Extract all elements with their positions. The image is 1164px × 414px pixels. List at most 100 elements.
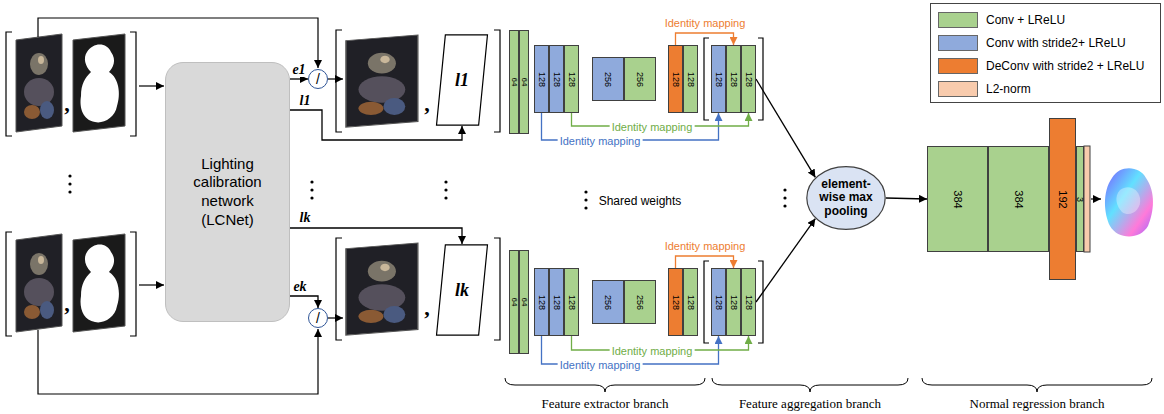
conv-layer: 128 xyxy=(741,268,756,336)
conv-layer: 64 xyxy=(519,30,529,134)
symbol-label: l1 xyxy=(298,93,313,108)
separator-comma: , xyxy=(62,291,72,316)
edge-label-holder: l1 xyxy=(298,91,313,109)
flow-arrow xyxy=(756,79,815,177)
branch-label: Feature aggregation branch xyxy=(737,396,883,411)
edge-label: Identity mapping xyxy=(663,17,748,29)
divide-operator: / xyxy=(308,69,328,89)
flow-arrow xyxy=(886,198,927,199)
bracket xyxy=(758,38,763,120)
channel-count: 128 xyxy=(729,71,738,86)
input-mask xyxy=(73,234,125,332)
branch-label: Feature extractor branch xyxy=(539,396,670,411)
bracket xyxy=(130,232,136,336)
legend-swatch xyxy=(938,81,978,97)
label-holder: , xyxy=(62,293,72,315)
bracket xyxy=(704,261,709,343)
input-arrow xyxy=(139,284,164,285)
image-wire xyxy=(38,329,318,394)
channel-count: 128 xyxy=(744,294,753,309)
channel-count: 128 xyxy=(671,71,680,86)
edge-label-holder: Identity mapping xyxy=(558,355,643,373)
conv-layer: 128 xyxy=(683,268,698,336)
strided-conv-layer: 256 xyxy=(592,57,624,101)
symbol-label: lk xyxy=(298,210,313,225)
legend-row: DeConv with stride2 + LReLU xyxy=(931,57,1160,75)
edge-label-holder: Identity mapping xyxy=(610,117,695,135)
input-arrow xyxy=(139,85,164,86)
input-photo xyxy=(16,34,62,132)
input-photo xyxy=(16,234,62,332)
strided-conv-layer: 128 xyxy=(549,268,564,336)
flow-arrow xyxy=(756,219,815,302)
bracket xyxy=(494,30,500,132)
identity-mapping-arrow xyxy=(676,256,734,268)
conv-layer: 384 xyxy=(927,146,988,252)
flow-arrow xyxy=(290,296,318,308)
edge-label: Identity mapping xyxy=(663,240,748,252)
parallelogram-shape xyxy=(437,245,488,335)
channel-count: 64 xyxy=(510,78,518,87)
strided-conv-layer: 128 xyxy=(534,268,549,336)
edge-label-holder: Identity mapping xyxy=(663,236,748,254)
brace xyxy=(922,378,1152,392)
conv-layer: 128 xyxy=(564,268,579,336)
channel-count: 64 xyxy=(520,78,528,87)
conv-layer: 128 xyxy=(741,45,756,113)
edge-label-holder: Identity mapping xyxy=(610,341,695,359)
legend-row: Conv + LReLU xyxy=(931,11,1160,29)
strided-conv-layer: 128 xyxy=(549,45,564,113)
normalized-photo xyxy=(346,35,418,127)
deconv-layer: 128 xyxy=(668,45,683,113)
pooling-ellipse: element-wise max pooling xyxy=(806,166,886,230)
edge-label: Identity mapping xyxy=(610,121,695,133)
legend-swatch xyxy=(938,35,978,51)
light-direction-map: lk xyxy=(436,244,488,336)
channel-count: 256 xyxy=(636,71,645,86)
deconv-layer: 192 xyxy=(1049,118,1076,280)
edge-label-holder: ek xyxy=(291,277,308,295)
brace xyxy=(712,378,908,392)
conv-layer: 64 xyxy=(509,250,519,354)
flow-arrow xyxy=(290,78,308,79)
strided-conv-layer: 128 xyxy=(711,268,726,336)
legend-row: L2-norm xyxy=(931,80,1160,98)
bracket xyxy=(130,32,136,136)
conv-layer: 128 xyxy=(726,268,741,336)
legend-row: Conv with stride2+ LReLU xyxy=(931,34,1160,52)
channel-count: 128 xyxy=(537,294,546,309)
bracket xyxy=(336,30,342,132)
legend-box: Conv + LReLU Conv with stride2+ LReLU DeCo… xyxy=(930,3,1161,103)
identity-mapping-arrow xyxy=(676,33,734,45)
conv-layer: 128 xyxy=(564,45,579,113)
conv-layer: 64 xyxy=(509,30,519,134)
label-holder: , xyxy=(422,93,432,115)
channel-count: 3 xyxy=(1075,196,1084,201)
strided-conv-layer: 128 xyxy=(534,45,549,113)
image-wire xyxy=(38,18,318,68)
edge-label: Identity mapping xyxy=(610,345,695,357)
channel-count: 128 xyxy=(744,71,753,86)
node-text: / xyxy=(316,72,320,86)
divide-operator: / xyxy=(308,308,328,328)
normal-map-output xyxy=(1102,160,1158,244)
edge-label-holder: Identity mapping xyxy=(558,131,643,149)
legend-text: DeConv with stride2 + LReLU xyxy=(986,58,1144,74)
channel-count: 128 xyxy=(567,294,576,309)
ellipse-shape xyxy=(807,167,885,230)
node-text: element-wise max pooling xyxy=(815,178,877,218)
bracket xyxy=(704,38,709,120)
bracket xyxy=(758,261,763,343)
output-arrow xyxy=(1091,198,1101,199)
separator-comma: , xyxy=(422,295,432,320)
bracket xyxy=(6,232,12,336)
branch-label: Normal regression branch xyxy=(967,396,1106,411)
legend-text: L2-norm xyxy=(986,81,1031,97)
node-text: l1 xyxy=(455,71,469,89)
light-direction-map: l1 xyxy=(436,34,488,126)
conv-layer: 256 xyxy=(624,280,656,324)
channel-count: 128 xyxy=(714,294,723,309)
channel-count: 256 xyxy=(636,294,645,309)
conv-layer: 128 xyxy=(683,45,698,113)
legend-swatch xyxy=(938,58,978,74)
